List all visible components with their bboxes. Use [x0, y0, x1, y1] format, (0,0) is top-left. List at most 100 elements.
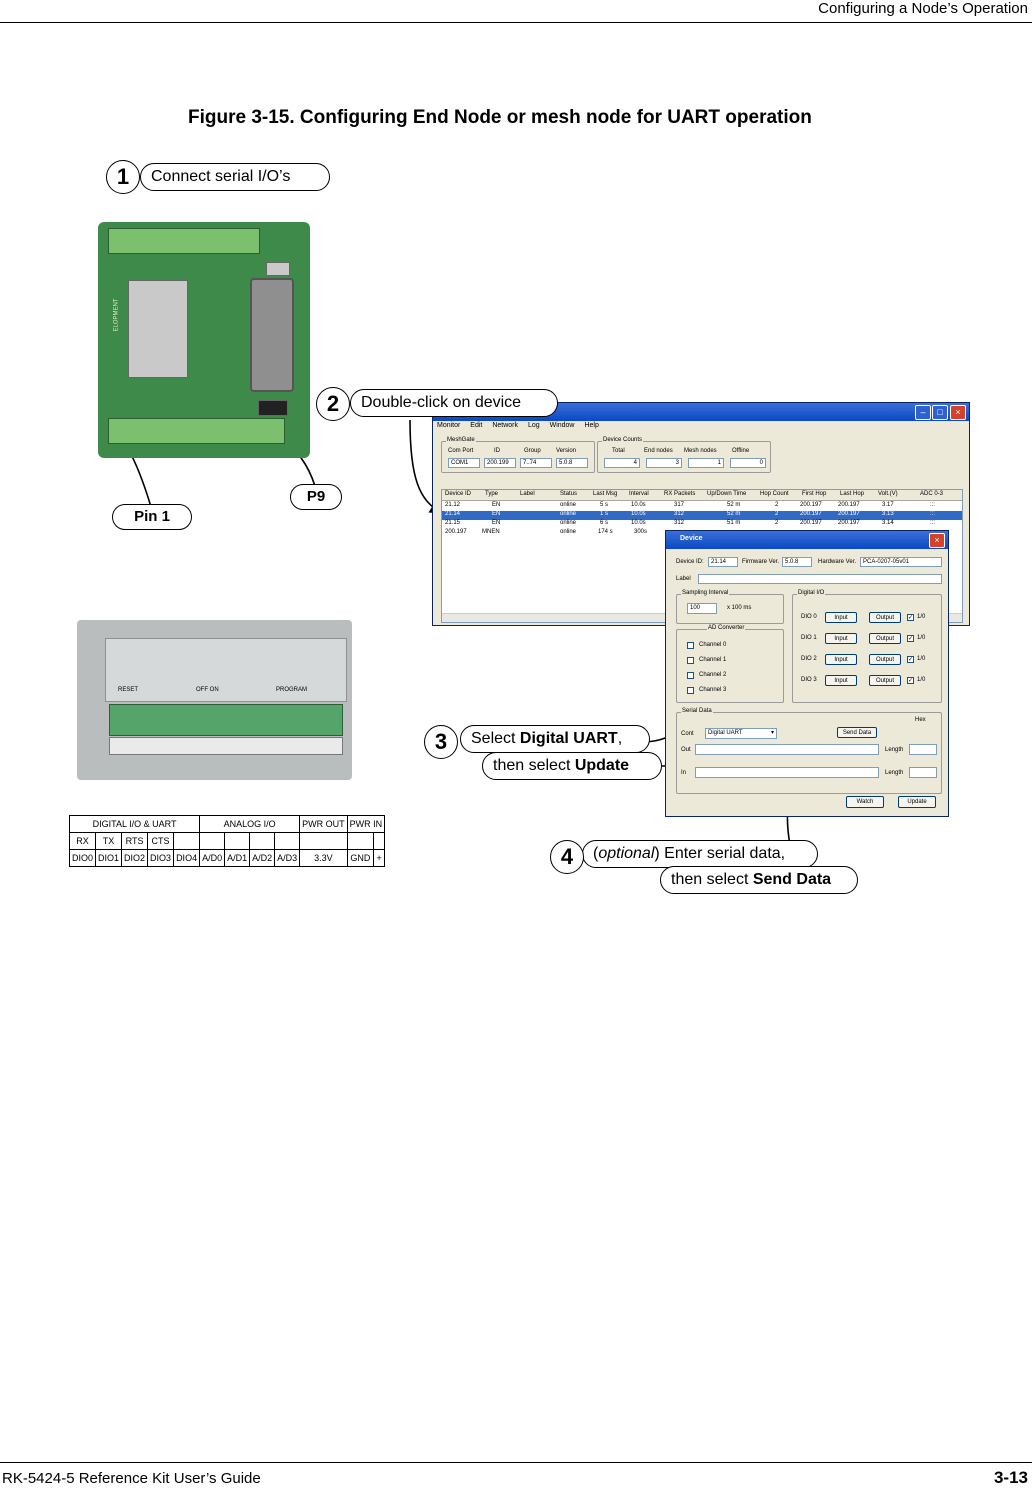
cell: EN [492, 502, 500, 508]
dio-label: DIO 3 [801, 677, 817, 683]
close-icon[interactable]: × [929, 533, 945, 548]
cell: MNEN [482, 529, 500, 535]
cell: 21.12 [445, 502, 460, 508]
cell: online [560, 502, 576, 508]
checkbox-icon[interactable]: ✓ [907, 635, 914, 642]
checkbox-icon[interactable]: ✓ [907, 656, 914, 663]
pin-name: DIO2 [122, 850, 148, 867]
dialog-titlebar: Device × [666, 531, 948, 549]
watch-button[interactable]: Watch [846, 796, 884, 808]
dropdown-arrow-icon[interactable]: ▾ [771, 729, 774, 738]
step4-callout-line2: then select Send Data [660, 866, 858, 894]
dio-output-button[interactable]: Output [869, 633, 901, 644]
col-header[interactable]: Interval [629, 491, 649, 497]
meshgate-value: 200.199 [484, 458, 516, 468]
dio-output-button[interactable]: Output [869, 612, 901, 623]
out-label: Out [681, 747, 691, 753]
serial-mode-value: Digital UART [708, 730, 743, 736]
cell: 200.197 [800, 511, 822, 517]
col-header[interactable]: Type [485, 491, 498, 497]
meshgate-value: COM1 [448, 458, 480, 468]
table-row-selected[interactable]: 21.14 EN online 1 s 10.0s 312 52 m 2 200… [442, 511, 962, 520]
dio-input-button[interactable]: Input [825, 612, 857, 623]
col-header[interactable]: Last Msg [593, 491, 617, 497]
col-header[interactable]: Volt.(V) [878, 491, 898, 497]
pcb-silkscreen: ELOPMENT [114, 298, 120, 331]
cell: 200.197 [838, 502, 860, 508]
dio-output-button[interactable]: Output [869, 654, 901, 665]
maximize-icon[interactable]: □ [932, 405, 948, 420]
send-data-button[interactable]: Send Data [837, 727, 877, 738]
cell: 200.197 [800, 520, 822, 526]
menu-window[interactable]: Window [550, 422, 575, 429]
step4-callout: (optional) Enter serial data, [582, 840, 818, 868]
dio-output-button[interactable]: Output [869, 675, 901, 686]
device-id-field: 21.14 [708, 557, 738, 567]
sampling-input[interactable]: 100 [687, 603, 717, 614]
power-switch [266, 262, 290, 276]
close-icon[interactable]: × [950, 405, 966, 420]
col-header[interactable]: Up/Down Time [707, 491, 746, 497]
pin-group-pwr-in: PWR IN [347, 816, 385, 833]
serial-out-input[interactable] [695, 744, 879, 755]
serial-title: Serial Data [681, 708, 713, 714]
enclosure-photo: RESET OFF ON PROGRAM [77, 620, 352, 780]
ad-converter-group: AD Converter Channel 0 Channel 1 Channel… [676, 629, 784, 703]
ad-channel: Channel 2 [699, 672, 726, 678]
menu-log[interactable]: Log [528, 422, 540, 429]
in-length-field [909, 767, 937, 778]
col-header[interactable]: First Hop [802, 491, 826, 497]
pin-assignment-table: DIGITAL I/O & UART ANALOG I/O PWR OUT PW… [69, 815, 385, 867]
checkbox-icon[interactable] [687, 642, 694, 649]
step3-callout: Select Digital UART, [460, 725, 650, 753]
pin-name: A/D1 [225, 850, 250, 867]
col-header[interactable]: RX Packets [664, 491, 695, 497]
pin-group-pwr-out: PWR OUT [300, 816, 348, 833]
checkbox-icon[interactable] [687, 672, 694, 679]
col-header[interactable]: Device ID [445, 491, 471, 497]
table-row[interactable]: 21.12 EN online 5 s 10.0s 317 52 m 2 200… [442, 502, 962, 511]
db9-connector [250, 278, 294, 392]
col-header[interactable]: Label [520, 491, 535, 497]
checkbox-icon[interactable] [687, 687, 694, 694]
col-header[interactable]: Status [560, 491, 577, 497]
col-header[interactable]: Last Hop [840, 491, 864, 497]
minimize-icon[interactable]: – [915, 405, 931, 420]
pin-name: DIO3 [148, 850, 174, 867]
cell: 3.17 [882, 502, 894, 508]
meshgate-header: Group [524, 448, 541, 454]
p9-header [258, 400, 288, 416]
sampling-unit: x 100 ms [727, 605, 751, 611]
col-header[interactable]: ADC 0-3 [920, 491, 943, 497]
checkbox-icon[interactable] [687, 657, 694, 664]
menu-help[interactable]: Help [584, 422, 598, 429]
cell: 5 s [600, 502, 608, 508]
checkbox-icon[interactable]: ✓ [907, 614, 914, 621]
col-header[interactable]: Hop Count [760, 491, 789, 497]
step2-badge: 2 [316, 387, 350, 421]
dio-input-button[interactable]: Input [825, 633, 857, 644]
dialog-title: Device [680, 535, 703, 542]
cell: 1 s [600, 511, 608, 517]
dio-input-button[interactable]: Input [825, 675, 857, 686]
cell: 200.197 [445, 529, 467, 535]
menu-edit[interactable]: Edit [470, 422, 482, 429]
step4-badge: 4 [550, 840, 584, 874]
dio-input-button[interactable]: Input [825, 654, 857, 665]
serial-mode-select[interactable]: Digital UART ▾ [705, 728, 777, 739]
dio-label: DIO 1 [801, 635, 817, 641]
cell: 2 [775, 502, 778, 508]
table-row[interactable]: 21.15 EN online 6 s 10.0s 312 51 m 2 200… [442, 520, 962, 529]
device-dialog: Device × Device ID: 21.14 Firmware Ver. … [665, 530, 949, 817]
update-button[interactable]: Update [898, 796, 936, 808]
menu-monitor[interactable]: Monitor [437, 422, 460, 429]
dio-state: 1/0 [917, 656, 925, 662]
pin-func [225, 833, 250, 850]
step2-callout: Double-click on device [350, 389, 558, 417]
menu-network[interactable]: Network [492, 422, 518, 429]
label-input[interactable] [698, 574, 942, 584]
checkbox-icon[interactable]: ✓ [907, 677, 914, 684]
pin-name: A/D3 [275, 850, 300, 867]
cell: ::: [930, 511, 935, 517]
cell: 6 s [600, 520, 608, 526]
